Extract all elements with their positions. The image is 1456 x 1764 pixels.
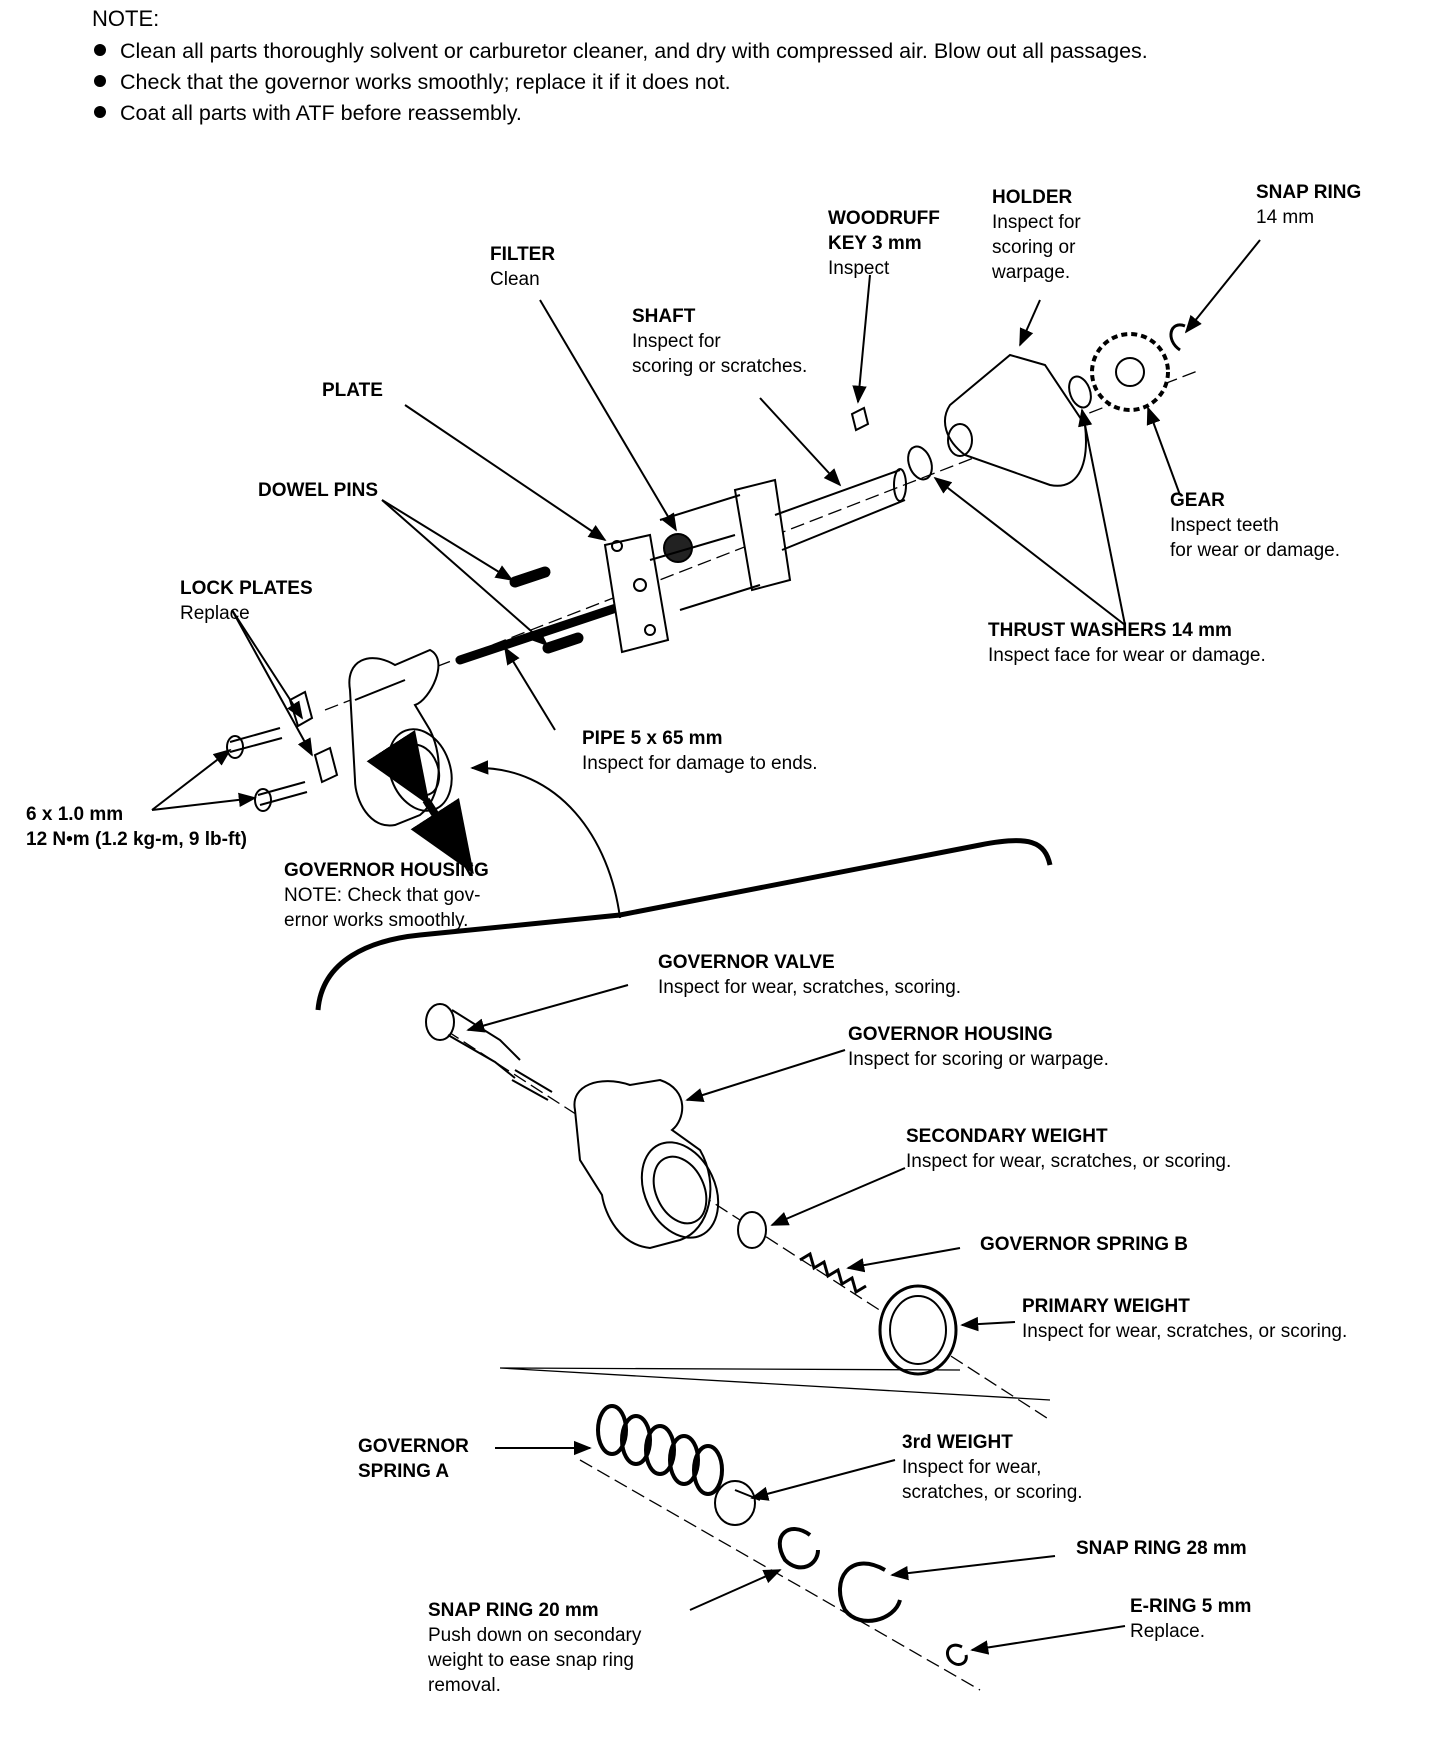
snap-ring-20-part <box>777 1527 820 1570</box>
governor-valve-part <box>425 1003 553 1101</box>
plate-part <box>603 533 670 654</box>
pipe-part <box>455 595 645 665</box>
gear-part <box>1090 332 1170 412</box>
governor-spring-a-part <box>596 1404 724 1496</box>
snap-ring-28-part <box>838 1561 902 1623</box>
secondary-weight-part <box>737 1211 767 1249</box>
note-item: Coat all parts with ATF before reassembl… <box>94 98 1148 129</box>
governor-housing-part <box>348 648 453 827</box>
label-snap-ring-28: SNAP RING 28 mm <box>1076 1538 1247 1559</box>
note-heading: NOTE: <box>92 6 160 31</box>
dowel-pin-part <box>509 566 551 588</box>
e-ring-part <box>946 1643 968 1666</box>
lock-plate-part <box>313 746 339 784</box>
detail-bracket <box>315 838 1053 1011</box>
label-plate: PLATE <box>322 380 383 401</box>
dowel-pin-part <box>542 632 584 654</box>
primary-weight-part <box>878 1284 958 1376</box>
bolt-part <box>226 727 283 759</box>
note-item: Check that the governor works smoothly; … <box>94 67 1148 98</box>
snap-ring-14-part <box>1169 323 1186 352</box>
housing-direction-arrow <box>366 729 474 875</box>
thrust-washer-part <box>1068 375 1092 409</box>
holder-part <box>944 353 1087 487</box>
note-item: Clean all parts thoroughly solvent or ca… <box>94 36 1148 67</box>
note-list: Clean all parts thoroughly solvent or ca… <box>94 36 1148 129</box>
governor-housing-detail-part <box>573 1078 720 1250</box>
label-governor-spring-b: GOVERNOR SPRING B <box>980 1234 1188 1255</box>
governor-spring-b-part <box>799 1251 867 1295</box>
label-dowel-pins: DOWEL PINS <box>258 480 378 501</box>
bullet-icon <box>94 106 106 119</box>
woodruff-key-part <box>850 406 870 432</box>
bullet-icon <box>94 75 106 88</box>
bullet-icon <box>94 44 106 57</box>
bolt-part <box>254 781 308 812</box>
thrust-washer-part <box>907 445 933 481</box>
shaft-carrier-part <box>649 468 907 611</box>
third-weight-part <box>714 1480 761 1526</box>
